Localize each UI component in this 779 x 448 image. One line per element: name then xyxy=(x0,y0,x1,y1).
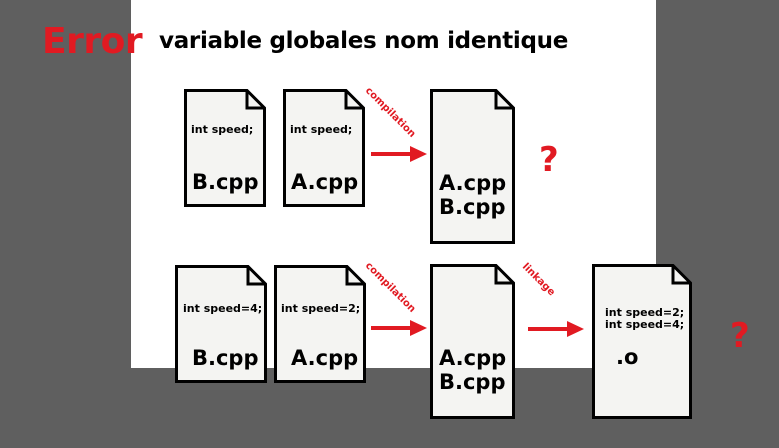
question-mark: ? xyxy=(539,140,559,180)
file-name: .o xyxy=(616,345,639,369)
diagram-title: variable globales nom identique xyxy=(159,28,569,54)
code-line: int speed=2; xyxy=(281,302,361,315)
document-merged: A.cpp B.cpp xyxy=(430,89,515,244)
document-a-cpp: int speed=2; A.cpp xyxy=(274,265,366,383)
merged-file-names: A.cpp B.cpp xyxy=(439,346,506,394)
file-name: A.cpp xyxy=(439,346,507,370)
file-name: A.cpp xyxy=(291,346,359,370)
document-b-cpp: int speed; B.cpp xyxy=(184,89,266,207)
document-icon xyxy=(592,264,692,419)
file-name: B.cpp xyxy=(192,346,259,370)
document-icon xyxy=(283,89,365,207)
compilation-arrow xyxy=(371,146,427,162)
file-name: B.cpp xyxy=(192,170,259,194)
code-line: int speed=4; xyxy=(605,318,685,331)
question-mark: ? xyxy=(730,316,750,356)
code-line: int speed; xyxy=(290,123,353,136)
code-line: int speed; xyxy=(191,123,254,136)
document-merged: A.cpp B.cpp xyxy=(430,264,515,419)
file-name: A.cpp xyxy=(291,170,359,194)
document-icon xyxy=(274,265,366,383)
document-icon xyxy=(430,264,515,419)
document-icon xyxy=(184,89,266,207)
document-icon xyxy=(175,265,267,383)
document-a-cpp: int speed; A.cpp xyxy=(283,89,365,207)
merged-file-names: A.cpp B.cpp xyxy=(439,171,506,219)
document-b-cpp: int speed=4; B.cpp xyxy=(175,265,267,383)
file-name: A.cpp xyxy=(439,171,507,195)
document-object-file: int speed=2; int speed=4; .o xyxy=(592,264,692,419)
code-line: int speed=4; xyxy=(183,302,263,315)
document-icon xyxy=(430,89,515,244)
code-line: int speed=2; xyxy=(605,306,685,319)
file-name: B.cpp xyxy=(439,195,506,219)
error-label: Error xyxy=(42,21,143,62)
linkage-arrow xyxy=(528,321,584,337)
file-name: B.cpp xyxy=(439,370,506,394)
compilation-arrow xyxy=(371,320,427,336)
